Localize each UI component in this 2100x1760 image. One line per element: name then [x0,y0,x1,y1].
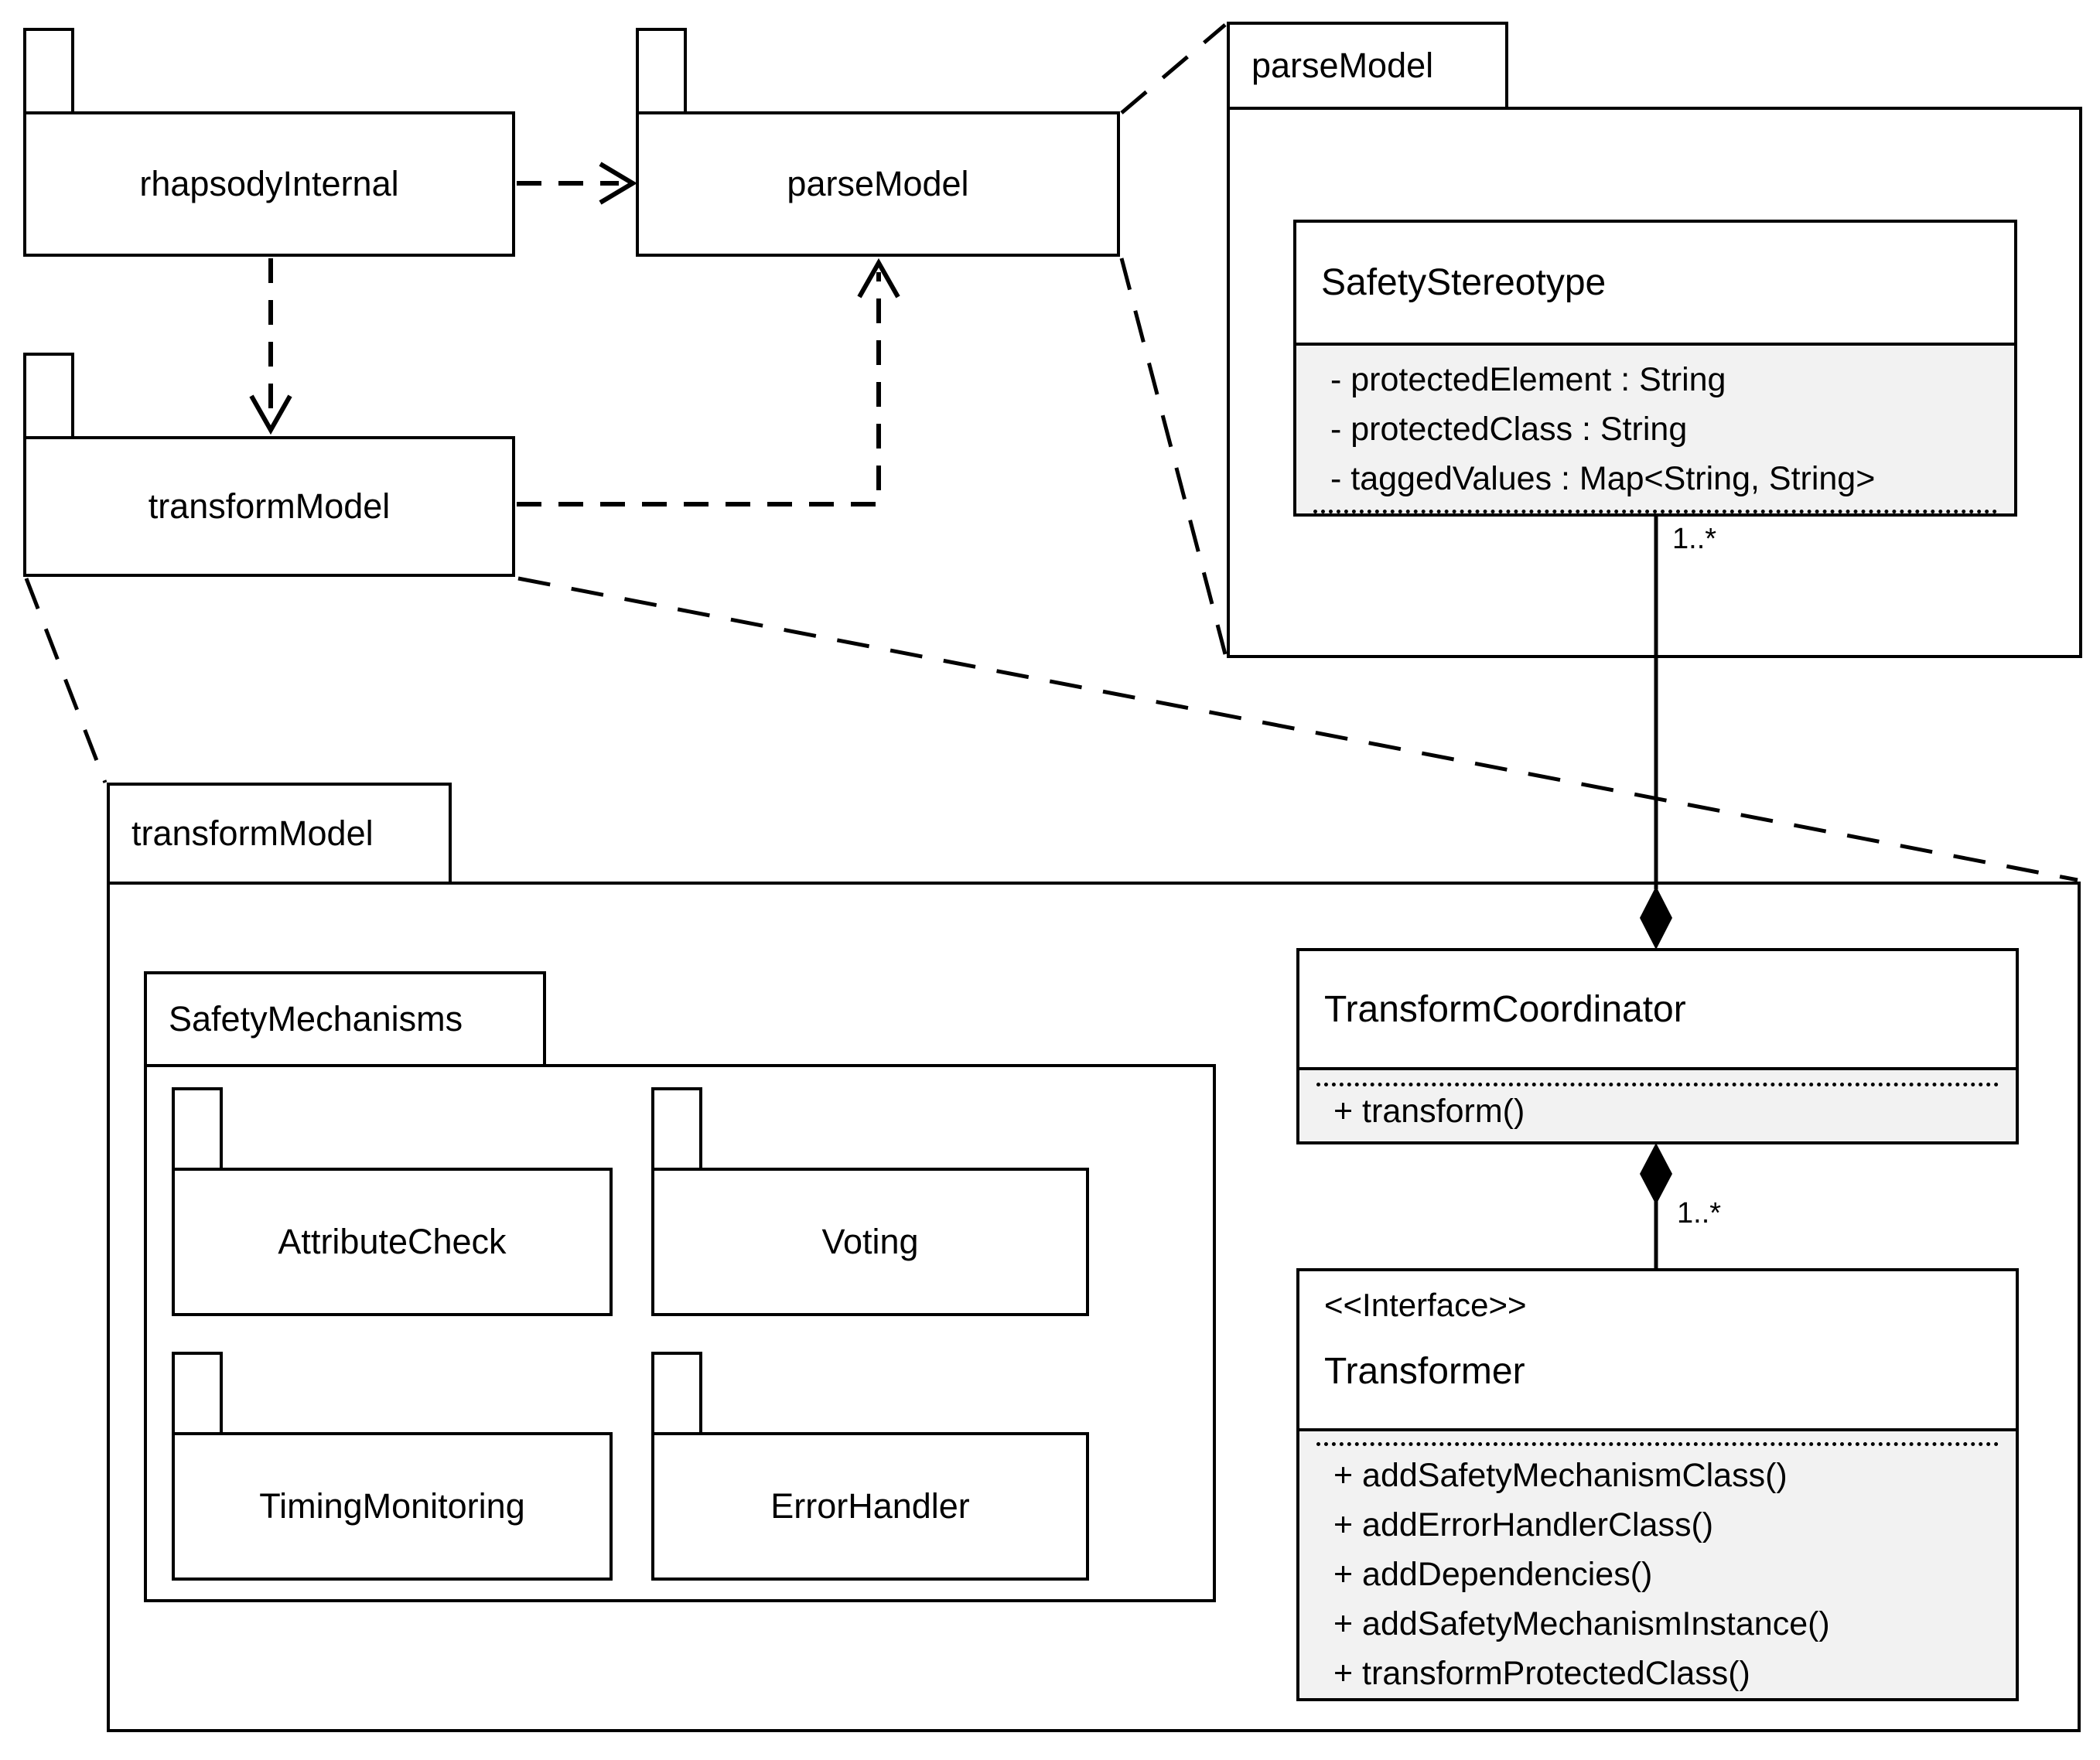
class-safetystereotype-name: SafetyStereotype [1321,262,1607,303]
interface-transformer: <<Interface>> Transformer + addSafetyMec… [1296,1268,2019,1701]
package-parsemodel-large-label: parseModel [1251,46,1434,85]
package-transformmodel-small-tab [23,353,74,436]
package-rhapsodyinternal-label: rhapsodyInternal [139,164,399,203]
attributes-operations-separator [1316,1442,1999,1446]
package-errorhandler-tab [651,1352,702,1432]
package-timingmonitoring-tab [172,1352,223,1432]
class-transformcoordinator: TransformCoordinator + transform() [1296,948,2019,1144]
interface-transformer-operations-compartment: + addSafetyMechanismClass() + addErrorHa… [1299,1428,2016,1698]
operation-row: + addErrorHandlerClass() [1333,1506,1714,1543]
package-timingmonitoring: TimingMonitoring [172,1432,613,1581]
package-rhapsodyinternal-tab [23,28,74,111]
attribute-row: - protectedClass : String [1330,411,1688,448]
expansion-line-parsemodel [1119,23,1228,655]
interface-transformer-name: Transformer [1324,1351,1525,1392]
class-safetystereotype: SafetyStereotype - protectedElement : St… [1293,220,2017,517]
class-transformcoordinator-name: TransformCoordinator [1324,988,1686,1030]
package-errorhandler-label: ErrorHandler [770,1486,970,1526]
class-safetystereotype-header: SafetyStereotype [1296,223,2014,343]
attribute-row: - protectedElement : String [1330,361,1726,398]
package-transformmodel-large-label: transformModel [131,813,374,853]
operation-row: + addDependencies() [1333,1556,1653,1593]
interface-transformer-header: <<Interface>> Transformer [1299,1271,2016,1428]
package-safetymechanisms-tab: SafetyMechanisms [144,971,546,1064]
package-attributecheck-label: AttributeCheck [278,1222,507,1261]
operation-row: + transformProtectedClass() [1333,1655,1750,1692]
dependency-arrow-transformmodel-to-parsemodel [517,258,900,507]
package-parsemodel-small-label: parseModel [787,164,969,203]
package-parsemodel-small: parseModel [636,111,1120,257]
class-safetystereotype-attributes-compartment: - protectedElement : String - protectedC… [1296,343,2014,513]
package-safetymechanisms-label: SafetyMechanisms [169,999,463,1039]
class-transformcoordinator-operations-compartment: + transform() [1299,1067,2016,1141]
dependency-arrow-rhapsody-to-transformmodel [249,258,292,435]
package-voting-tab [651,1087,702,1168]
operation-row: + transform() [1333,1093,1525,1130]
package-transformmodel-large-tab: transformModel [107,783,452,882]
package-voting-label: Voting [821,1222,919,1261]
attribute-row: - taggedValues : Map<String, String> [1330,460,1876,497]
interface-stereotype-label: <<Interface>> [1324,1287,1527,1323]
dependency-arrow-rhapsody-to-parsemodel [517,162,637,205]
package-transformmodel-small: transformModel [23,436,515,577]
package-voting: Voting [651,1168,1089,1316]
package-parsemodel-small-tab [636,28,687,111]
attributes-operations-separator [1313,510,1997,513]
class-transformcoordinator-header: TransformCoordinator [1299,951,2016,1067]
package-errorhandler: ErrorHandler [651,1432,1089,1581]
operation-row: + addSafetyMechanismInstance() [1333,1605,1830,1642]
package-attributecheck: AttributeCheck [172,1168,613,1316]
attributes-operations-separator [1316,1083,1999,1086]
multiplicity-label-stereotype-coordinator: 1..* [1672,523,1717,555]
package-transformmodel-small-label: transformModel [148,486,391,526]
package-rhapsodyinternal: rhapsodyInternal [23,111,515,257]
multiplicity-label-coordinator-transformer: 1..* [1677,1197,1722,1230]
package-parsemodel-large-tab: parseModel [1227,22,1508,107]
package-timingmonitoring-label: TimingMonitoring [259,1486,525,1526]
operation-row: + addSafetyMechanismClass() [1333,1457,1788,1494]
package-attributecheck-tab [172,1087,223,1168]
